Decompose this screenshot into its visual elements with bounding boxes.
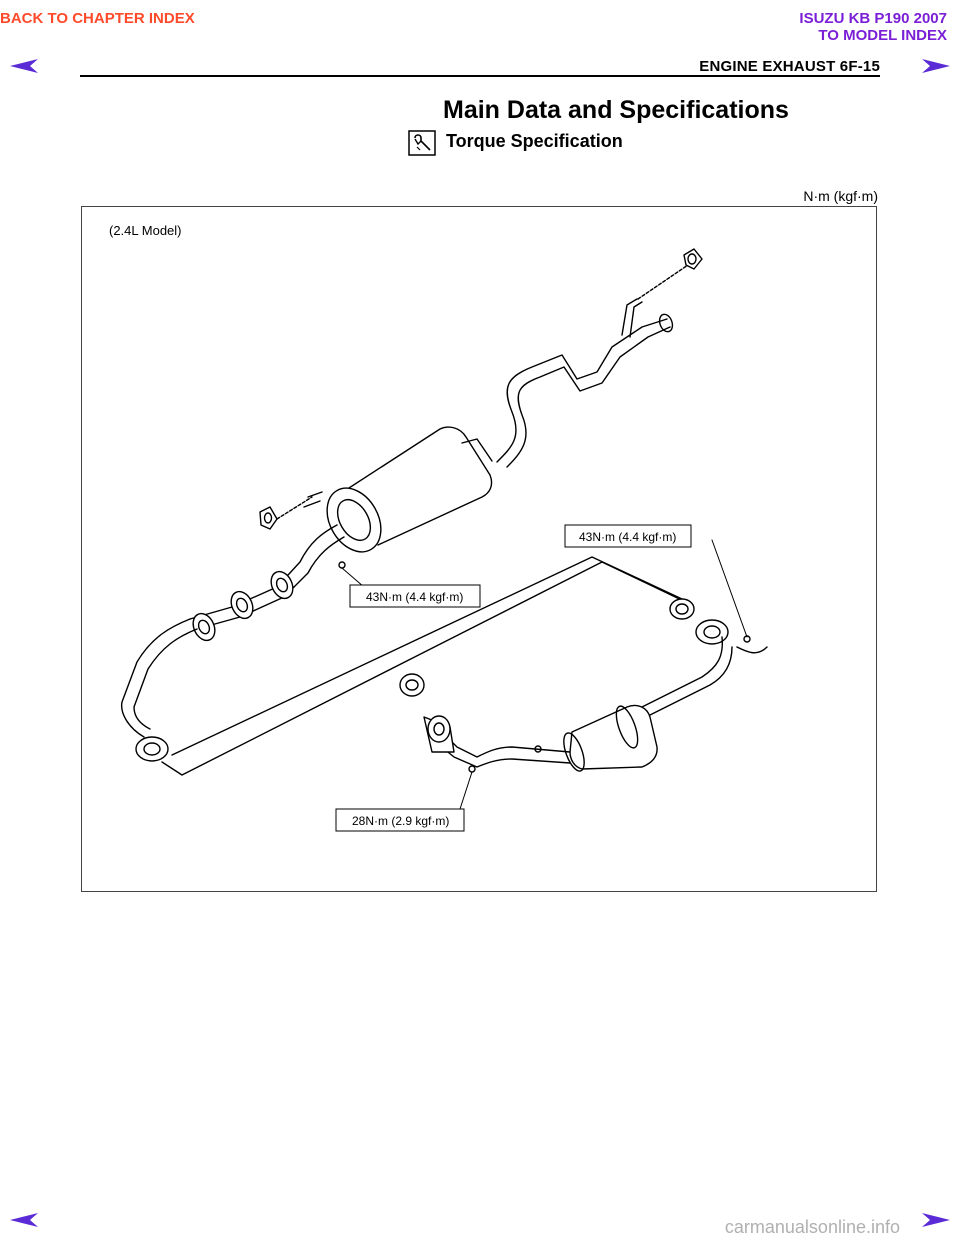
torque-callout-front-text: 43N·m (4.4 kgf·m): [579, 530, 676, 544]
next-arrow-icon[interactable]: [920, 58, 950, 74]
section-header: ENGINE EXHAUST 6F-15: [699, 58, 880, 75]
flange-bottom-left: [135, 736, 169, 762]
gasket-manifold: [399, 673, 425, 697]
exhaust-diagram: (2.4L Model) 43N·m (4.4 kgf·m) 43N·m (4.…: [81, 206, 877, 892]
torque-callout-rear-text: 43N·m (4.4 kgf·m): [366, 590, 463, 604]
header-divider: [80, 75, 880, 77]
to-model-index-text[interactable]: TO MODEL INDEX: [818, 27, 947, 44]
tail-pipe: [496, 318, 668, 463]
watermark: carmanualsonline.info: [724, 1217, 900, 1237]
torque-callout-rear: 43N·m (4.4 kgf·m): [349, 584, 481, 608]
flange-right-upper: [669, 598, 695, 620]
exhaust-system-illustration: (2.4L Model) 43N·m (4.4 kgf·m) 43N·m (4.…: [109, 223, 768, 832]
torque-wrench-icon: [408, 130, 436, 156]
prev-arrow-icon[interactable]: [10, 1212, 40, 1228]
back-to-chapter-index-link[interactable]: BACK TO CHAPTER INDEX: [0, 10, 195, 27]
flange-lower: [192, 612, 216, 642]
flange-mid: [230, 590, 254, 620]
flange-front-manifold: [423, 715, 455, 753]
next-arrow-icon[interactable]: [920, 1212, 950, 1228]
section-subtitle: Torque Specification: [446, 131, 623, 151]
prev-arrow-icon[interactable]: [10, 58, 40, 74]
unit-label: N·m (kgf·m): [803, 188, 878, 204]
rubber-mount-top: [683, 248, 703, 270]
torque-callout-manifold-text: 28N·m (2.9 kgf·m): [352, 814, 449, 828]
torque-callout-manifold: 28N·m (2.9 kgf·m): [335, 808, 465, 832]
torque-callout-front: 43N·m (4.4 kgf·m): [564, 524, 692, 548]
rubber-mount-left: [259, 506, 278, 530]
bolt-rear: [338, 561, 346, 569]
muffler: [303, 426, 493, 553]
model-title-text[interactable]: ISUZU KB P190 2007: [799, 10, 947, 27]
flange-right-lower: [695, 619, 729, 645]
bolt-manifold: [468, 765, 476, 773]
catalytic-converter: [563, 704, 658, 772]
page-title: Main Data and Specifications: [443, 96, 789, 124]
flange-upper: [270, 570, 294, 600]
model-index-link[interactable]: ISUZU KB P190 2007 TO MODEL INDEX: [799, 10, 947, 44]
model-label: (2.4L Model): [109, 223, 182, 238]
